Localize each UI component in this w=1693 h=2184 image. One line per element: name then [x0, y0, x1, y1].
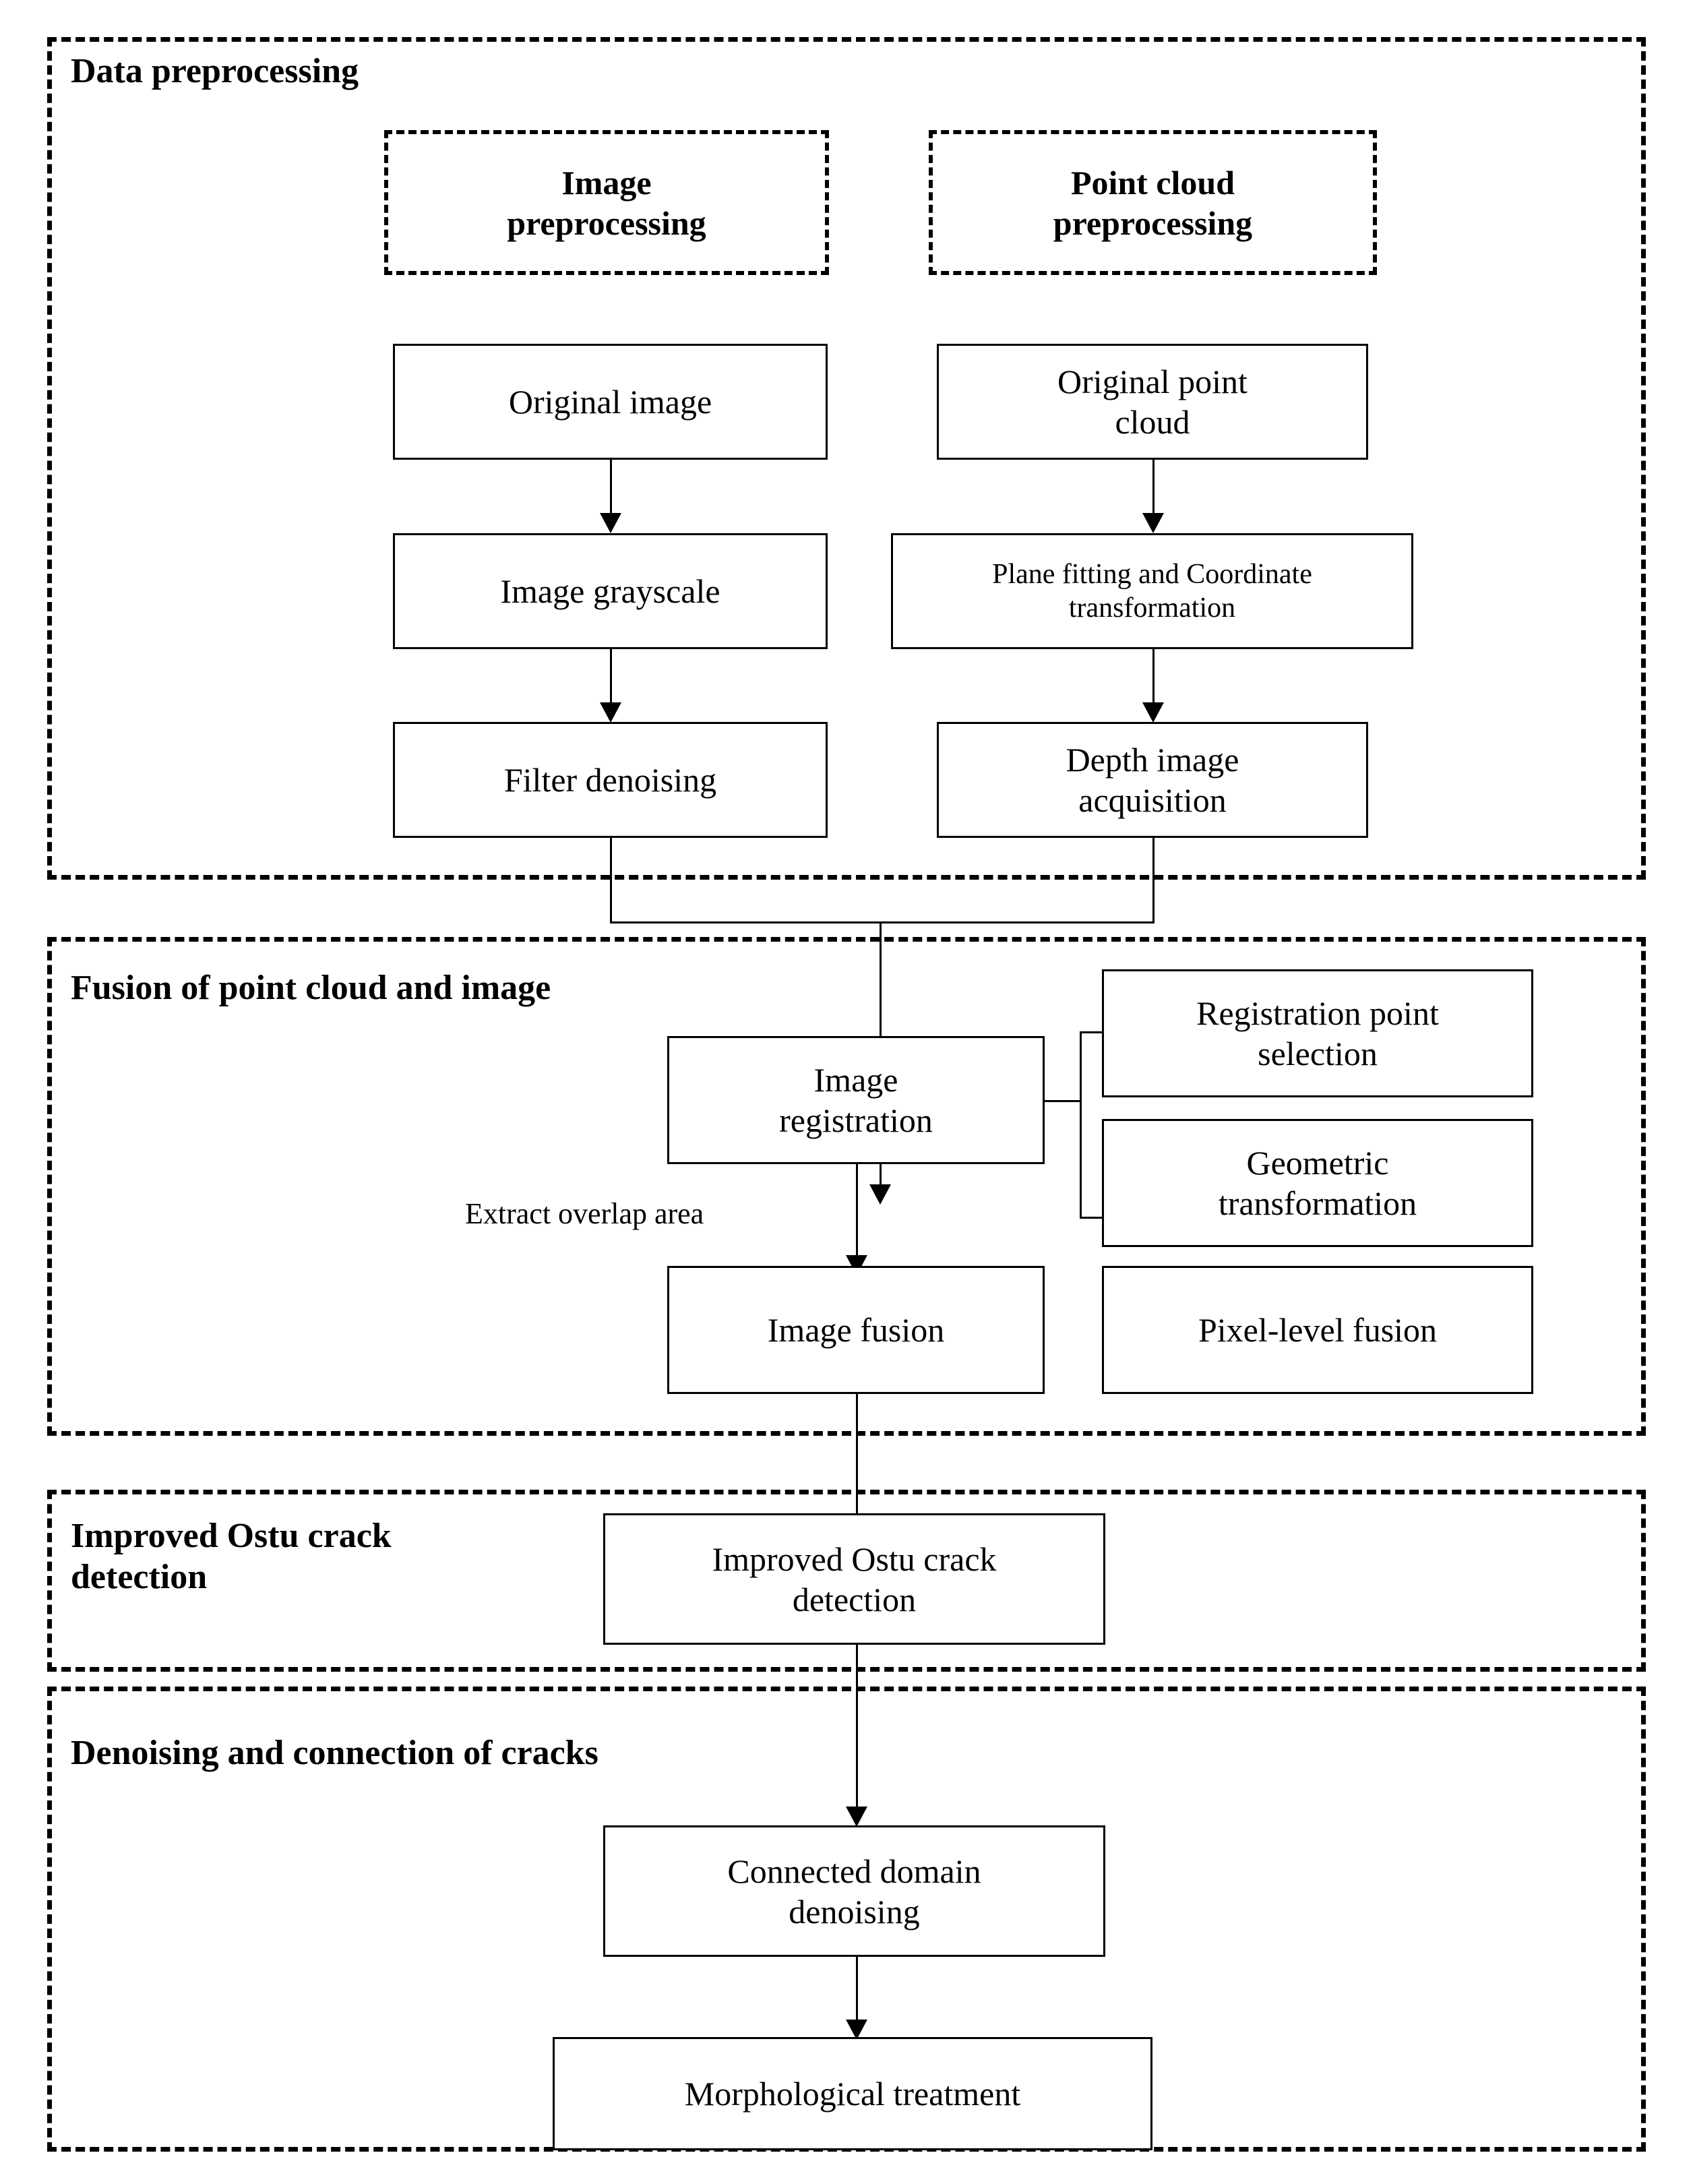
section-title-ostu-detection: Improved Ostu crack detection — [71, 1517, 392, 1597]
node-image-grayscale: Image grayscale — [393, 533, 828, 649]
node-improved-ostu-crack-detection: Improved Ostu crack detection — [603, 1513, 1105, 1645]
node-geometric-transformation: Geometric transformation — [1102, 1119, 1533, 1247]
section-ostu-detection — [47, 1490, 1646, 1672]
subheader-point-cloud-preprocessing: Point cloud preprocessing — [929, 130, 1377, 275]
arrowhead-plane-fitting-to-depth — [1142, 702, 1164, 723]
arrowhead-point-cloud-to-plane-fitting — [1142, 513, 1164, 533]
arrow-connected-domain-to-morphological — [856, 1957, 858, 2020]
arrow-plane-fitting-to-depth — [1152, 649, 1155, 702]
arrowhead-connected-domain-to-morphological — [846, 2020, 867, 2040]
merge-stem-left — [610, 838, 612, 921]
node-morphological-treatment: Morphological treatment — [553, 2037, 1152, 2150]
bracket-branch-bottom — [1080, 1217, 1104, 1219]
node-original-image: Original image — [393, 344, 828, 460]
bracket-vertical — [1080, 1031, 1082, 1217]
arrow-grayscale-to-filter — [610, 649, 612, 702]
arrowhead-merge-to-registration — [869, 1184, 891, 1205]
arrow-ostu-to-connected-domain — [856, 1645, 858, 1807]
node-plane-fitting: Plane fitting and Coordinate transformat… — [891, 533, 1413, 649]
node-connected-domain-denoising: Connected domain denoising — [603, 1825, 1105, 1957]
section-title-denoising-connection: Denoising and connection of cracks — [71, 1734, 598, 1772]
bracket-branch-top — [1080, 1031, 1104, 1033]
node-image-registration: Image registration — [667, 1036, 1045, 1164]
node-original-point-cloud: Original point cloud — [937, 344, 1368, 460]
node-pixel-level-fusion: Pixel-level fusion — [1102, 1266, 1533, 1394]
section-title-data-preprocessing: Data preprocessing — [71, 52, 359, 90]
section-title-fusion: Fusion of point cloud and image — [71, 969, 551, 1007]
arrow-point-cloud-to-plane-fitting — [1152, 460, 1155, 513]
arrow-fusion-to-ostu — [856, 1394, 858, 1529]
subheader-image-preprocessing: Image preprocessing — [384, 130, 829, 275]
node-filter-denoising: Filter denoising — [393, 722, 828, 838]
merge-bar — [610, 921, 1155, 923]
node-depth-image-acquisition: Depth image acquisition — [937, 722, 1368, 838]
arrow-registration-to-fusion — [856, 1164, 858, 1255]
section-fusion — [47, 937, 1646, 1436]
merge-stem-right — [1152, 838, 1155, 921]
arrowhead-grayscale-to-filter — [600, 702, 621, 723]
arrowhead-ostu-to-connected-domain — [846, 1807, 867, 1827]
arrowhead-original-image-to-grayscale — [600, 513, 621, 533]
arrow-original-image-to-grayscale — [610, 460, 612, 513]
node-registration-point-selection: Registration point selection — [1102, 969, 1533, 1097]
section-data-preprocessing — [47, 37, 1646, 880]
node-image-fusion: Image fusion — [667, 1266, 1045, 1394]
edge-label-extract-overlap-area: Extract overlap area — [465, 1197, 704, 1230]
bracket-stem — [1045, 1100, 1080, 1102]
